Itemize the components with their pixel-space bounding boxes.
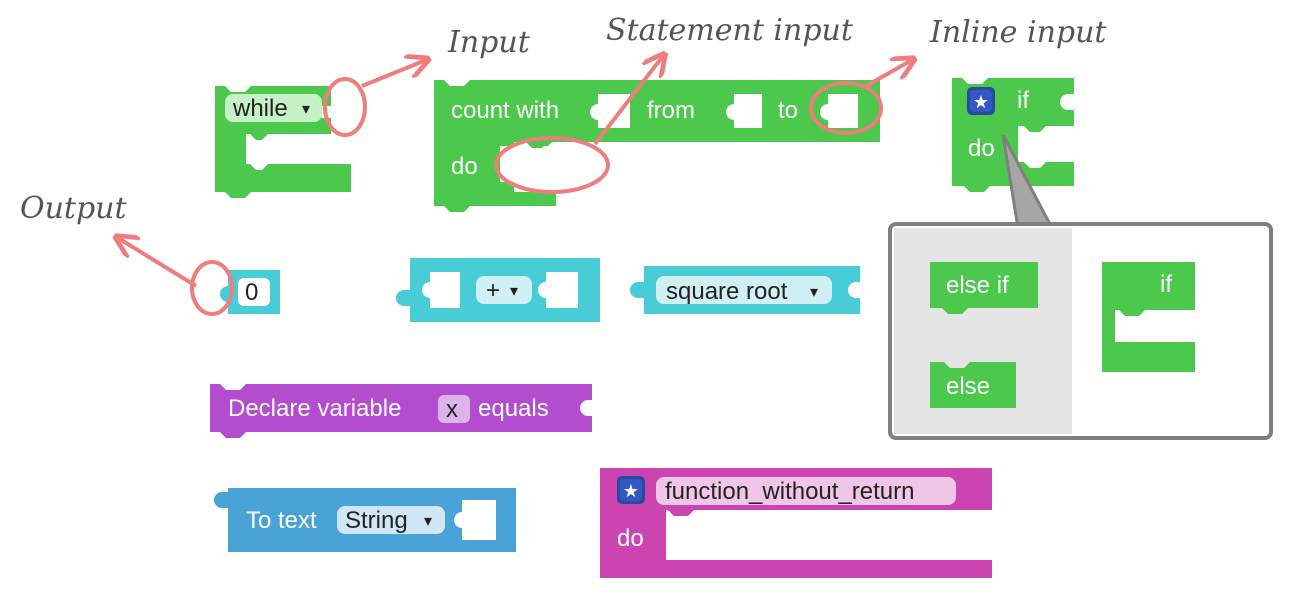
count-to-socket [820,94,858,128]
mutator-else-if-block[interactable]: else if [930,262,1038,314]
chevron-down-icon[interactable]: ▾ [424,513,432,530]
arrow-statement-input [593,56,663,146]
if-label: if [1017,87,1029,114]
declare-var-field[interactable] [438,395,470,423]
count-from-label: from [647,97,695,124]
annotation-output: Output [20,191,127,226]
if-block[interactable]: ★ if do [952,78,1074,192]
arith-left-socket [422,272,460,308]
arrow-output [118,238,198,288]
annotation-statement-input: Statement input [606,13,854,48]
count-from-socket [726,94,762,128]
chevron-down-icon[interactable]: ▾ [302,101,310,118]
star-icon: ★ [623,481,639,502]
declare-label: Declare variable [228,395,401,422]
to-text-label: To text [246,507,317,534]
count-do-label: do [451,153,478,180]
highlight-input [323,77,367,137]
star-icon: ★ [973,92,989,113]
count-var-socket [590,94,630,128]
while-input-socket [337,92,351,122]
procedure-name: function_without_return [665,478,915,505]
else-label: else [946,373,990,400]
mutator-if-label: if [1160,271,1172,298]
arith-op-label: + [486,277,500,304]
arith-right-socket [538,272,578,308]
declare-equals-label: equals [478,395,549,422]
mutator-bubble: else if else if [888,134,1273,440]
annotation-arrows [118,56,912,288]
math-single-label: square root [666,278,788,305]
count-with-block[interactable]: count with from to do [434,80,880,212]
mutator-else-block[interactable]: else [930,362,1016,408]
to-text-block[interactable]: To text String ▾ [214,488,516,552]
math-single-dropdown[interactable] [656,276,832,304]
count-statement-socket [500,146,584,182]
number-block[interactable]: 0 [220,270,280,314]
highlight-statement-input [494,136,610,194]
while-dropdown-label: while [232,95,288,122]
arith-op-dropdown[interactable] [476,276,532,304]
procedure-name-field[interactable] [656,477,956,505]
mutator-if-block[interactable]: if [1102,262,1195,372]
chevron-down-icon[interactable]: ▾ [810,284,818,301]
highlight-inline-input [809,81,883,135]
count-with-label: count with [451,97,559,124]
annotation-input: Input [447,25,531,60]
while-block[interactable]: while ▾ [215,86,351,198]
to-text-socket [454,500,496,540]
annotation-highlights [190,77,883,316]
count-to-label: to [778,97,798,124]
arrow-inline-input [865,60,912,88]
while-dropdown[interactable] [225,94,322,122]
procedure-block[interactable]: ★ function_without_return do [600,468,992,578]
if-do-label: do [968,135,995,162]
declare-variable-block[interactable]: Declare variable x equals [210,384,592,438]
number-value[interactable]: 0 [245,279,258,306]
declare-var-name: x [446,396,458,423]
to-text-type: String [345,507,408,534]
chevron-down-icon[interactable]: ▾ [510,283,518,300]
procedure-do-label: do [617,525,644,552]
else-if-label: else if [946,272,1009,299]
annotation-inline-input: Inline input [929,15,1107,50]
highlight-output [190,260,234,316]
math-single-block[interactable]: square root ▾ [630,266,860,314]
to-text-dropdown[interactable] [337,506,445,534]
arrow-input [361,60,426,88]
arithmetic-block[interactable]: + ▾ [396,258,600,322]
